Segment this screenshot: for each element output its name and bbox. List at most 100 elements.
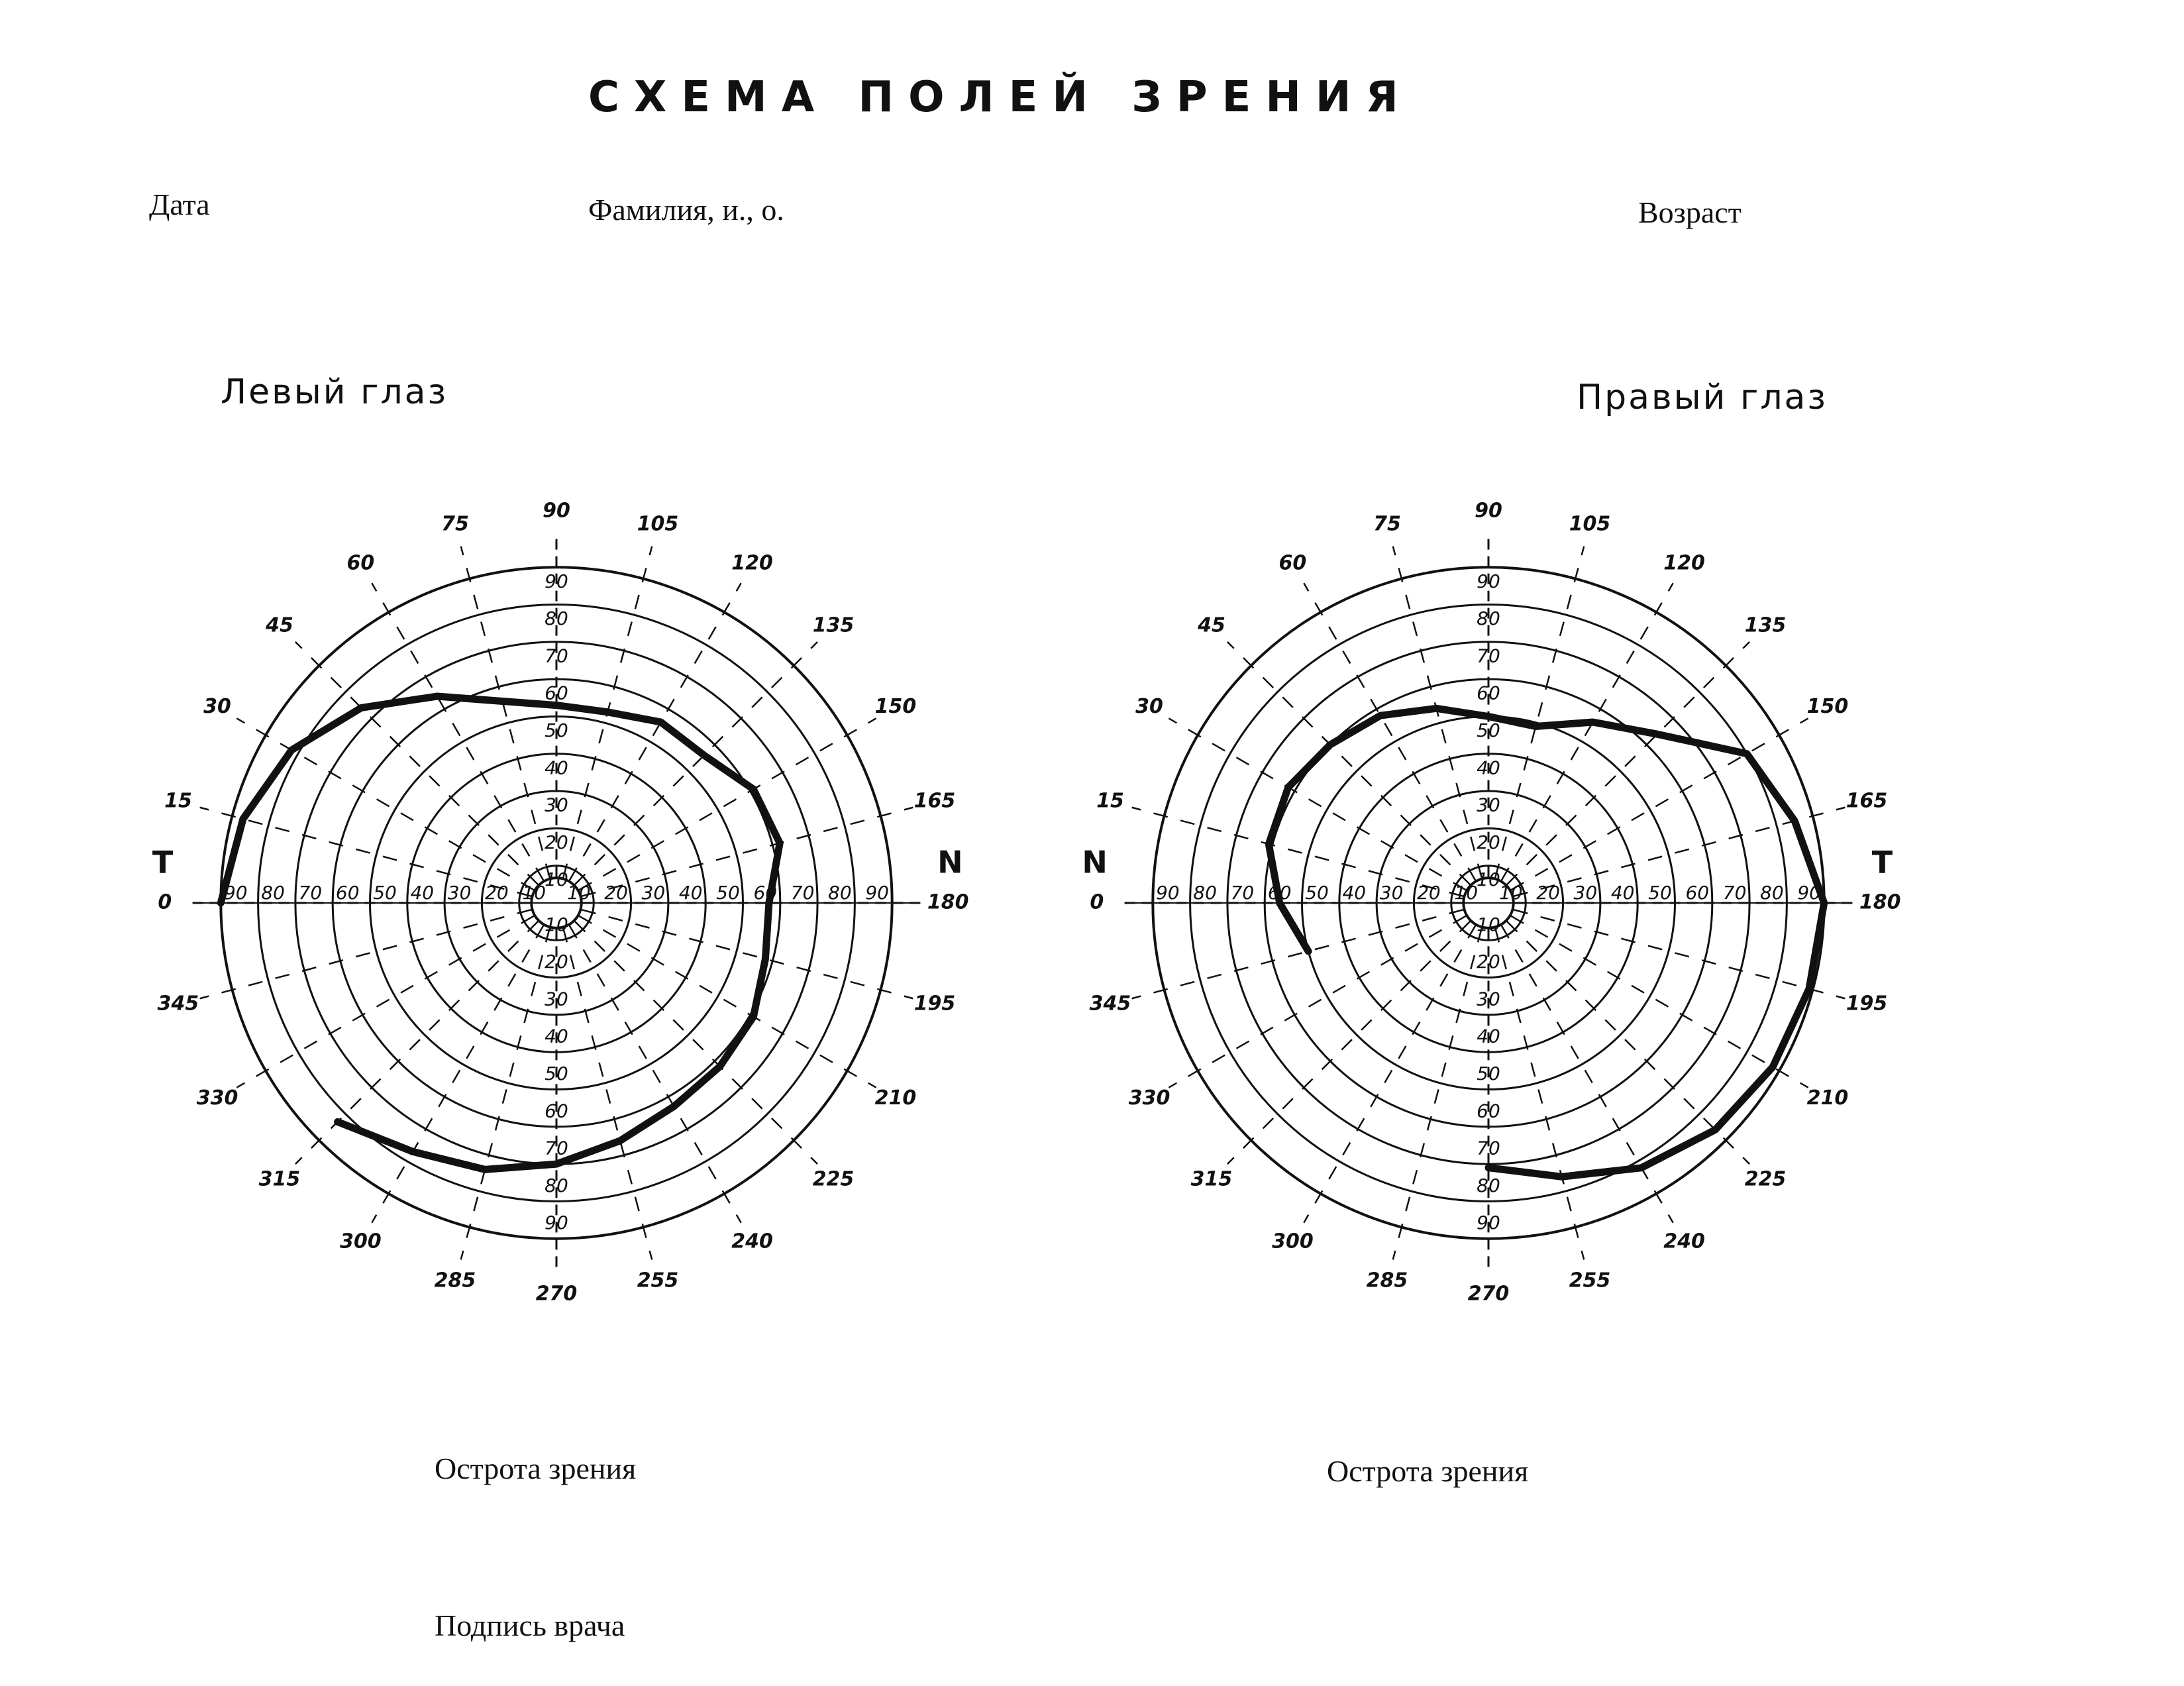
right-eye-angle-label-150: 150 xyxy=(1807,695,1849,718)
right-eye-title: Правый глаз xyxy=(1577,378,1828,417)
left-eye-ring-label-right-50: 50 xyxy=(716,882,740,904)
left-eye-meridian-210 xyxy=(578,915,877,1088)
left-eye-meridian-255 xyxy=(562,927,653,1260)
right-eye-ring-label-up-80: 80 xyxy=(1477,607,1500,629)
left-eye-angle-label-195: 195 xyxy=(914,992,956,1016)
left-eye-meridian-60 xyxy=(371,582,545,881)
left-acuity-label: Острота зрения xyxy=(435,1451,637,1485)
right-eye-meridian-255 xyxy=(1494,927,1585,1260)
left-eye-ring-label-left-30: 30 xyxy=(448,882,472,904)
name-label: Фамилия, и., о. xyxy=(588,193,784,227)
left-eye-ring-label-up-50: 50 xyxy=(545,719,568,741)
left-eye-meridian-240 xyxy=(568,925,742,1224)
right-eye-ring-label-right-60: 60 xyxy=(1685,882,1709,904)
right-eye-angle-label-165: 165 xyxy=(1846,789,1888,812)
right-eye-angle-label-120: 120 xyxy=(1663,552,1705,575)
left-eye-angle-label-330: 330 xyxy=(197,1086,238,1110)
right-eye-angle-label-225: 225 xyxy=(1745,1168,1787,1191)
right-eye-meridian-195 xyxy=(1513,908,1846,1000)
right-eye-ring-label-right-40: 40 xyxy=(1611,882,1635,904)
right-eye-angle-label-240: 240 xyxy=(1663,1230,1705,1253)
right-eye-ring-label-left-40: 40 xyxy=(1342,882,1366,904)
right-eye-meridian-30 xyxy=(1168,717,1467,891)
left-eye-ring-label-down-80: 80 xyxy=(545,1175,568,1196)
left-eye-right-marker: N xyxy=(937,845,963,880)
right-eye-meridian-285 xyxy=(1392,927,1483,1260)
left-eye-meridian-15 xyxy=(199,806,532,898)
left-eye-angle-label-75: 75 xyxy=(441,512,469,535)
right-eye-ring-label-left-30: 30 xyxy=(1380,882,1404,904)
left-eye-angle-label-255: 255 xyxy=(637,1269,679,1292)
right-eye-ring-label-left-90: 90 xyxy=(1156,882,1180,904)
signature-label: Подпись врача xyxy=(435,1608,625,1642)
right-eye-angle-label-60: 60 xyxy=(1279,552,1307,575)
right-eye-ring-label-up-10: 10 xyxy=(1477,869,1500,890)
left-eye-angle-label-240: 240 xyxy=(731,1230,773,1253)
left-eye-ring-label-up-60: 60 xyxy=(545,682,568,704)
left-eye-ring-label-up-80: 80 xyxy=(545,607,568,629)
right-eye-meridian-135 xyxy=(1506,641,1751,886)
right-eye-ring-label-left-50: 50 xyxy=(1305,882,1329,904)
form-title: СХЕМА ПОЛЕЙ ЗРЕНИЯ xyxy=(588,73,1413,122)
left-eye-ring-label-up-20: 20 xyxy=(545,831,568,853)
left-eye-angle-label-345: 345 xyxy=(158,992,199,1016)
left-eye-angle-label-165: 165 xyxy=(914,789,956,812)
left-eye-angle-label-90: 90 xyxy=(543,499,570,522)
right-eye-ring-label-down-60: 60 xyxy=(1477,1100,1500,1122)
left-eye-ring-label-right-90: 90 xyxy=(865,882,889,904)
left-eye-left-marker: T xyxy=(152,845,174,880)
left-eye-field-boundary xyxy=(217,692,784,1173)
left-eye-meridian-300 xyxy=(371,925,545,1224)
right-eye-angle-label-210: 210 xyxy=(1807,1086,1849,1110)
left-eye-ring-label-down-60: 60 xyxy=(545,1100,568,1122)
right-eye-angle-label-30: 30 xyxy=(1135,695,1163,718)
date-label: Дата xyxy=(149,187,210,221)
left-eye-ring-label-right-70: 70 xyxy=(791,882,815,904)
left-eye-ring-label-right-10: 10 xyxy=(567,882,591,904)
left-eye-ring-label-right-40: 40 xyxy=(679,882,703,904)
right-eye-ring-label-left-80: 80 xyxy=(1193,882,1217,904)
left-eye-ring-label-down-40: 40 xyxy=(545,1026,568,1047)
right-eye-angle-label-180: 180 xyxy=(1859,891,1901,914)
right-eye-meridian-15 xyxy=(1131,806,1464,898)
right-eye-ring-label-up-40: 40 xyxy=(1477,757,1500,778)
left-eye-meridian-330 xyxy=(236,915,535,1088)
right-eye-angle-label-285: 285 xyxy=(1367,1269,1408,1292)
right-eye-ring-label-down-20: 20 xyxy=(1477,951,1500,973)
right-eye-meridian-120 xyxy=(1500,582,1674,881)
right-eye-right-marker: T xyxy=(1872,845,1893,880)
age-label: Возраст xyxy=(1638,195,1742,229)
right-eye-meridian-300 xyxy=(1303,925,1477,1224)
left-eye-angle-label-270: 270 xyxy=(536,1283,578,1306)
right-eye-ring-label-right-20: 20 xyxy=(1536,882,1560,904)
right-eye-ring-label-left-70: 70 xyxy=(1231,882,1255,904)
right-eye-ring-label-up-90: 90 xyxy=(1477,570,1500,592)
left-eye-meridian-45 xyxy=(294,641,539,886)
right-eye-angle-label-75: 75 xyxy=(1373,512,1401,535)
left-eye-angle-label-300: 300 xyxy=(340,1230,382,1253)
left-eye-ring-label-down-30: 30 xyxy=(545,988,568,1010)
right-eye-angle-label-90: 90 xyxy=(1475,499,1502,522)
left-eye-angle-label-120: 120 xyxy=(731,552,773,575)
left-eye-ring-label-right-80: 80 xyxy=(828,882,852,904)
left-eye-angle-label-150: 150 xyxy=(875,695,917,718)
left-eye-ring-label-up-90: 90 xyxy=(545,570,568,592)
left-eye-ring-label-left-80: 80 xyxy=(261,882,285,904)
right-eye-meridian-60 xyxy=(1303,582,1477,881)
left-eye-angle-label-315: 315 xyxy=(259,1168,301,1191)
right-eye-meridian-210 xyxy=(1510,915,1809,1088)
left-eye-ring-label-left-40: 40 xyxy=(410,882,434,904)
left-eye-ring-label-up-30: 30 xyxy=(545,794,568,816)
left-eye-meridian-195 xyxy=(581,908,913,1000)
left-eye-angle-label-225: 225 xyxy=(813,1168,855,1191)
left-eye-ring-label-right-30: 30 xyxy=(642,882,666,904)
left-eye-angle-label-15: 15 xyxy=(164,789,192,812)
right-eye-meridian-45 xyxy=(1226,641,1471,886)
left-eye-ring-label-up-40: 40 xyxy=(545,757,568,778)
right-eye-angle-label-15: 15 xyxy=(1096,789,1124,812)
right-eye-ring-label-down-30: 30 xyxy=(1477,988,1500,1010)
left-eye-meridian-345 xyxy=(199,908,532,1000)
right-eye-ring-label-up-70: 70 xyxy=(1477,645,1500,666)
right-eye-ring-label-left-10: 10 xyxy=(1454,882,1478,904)
